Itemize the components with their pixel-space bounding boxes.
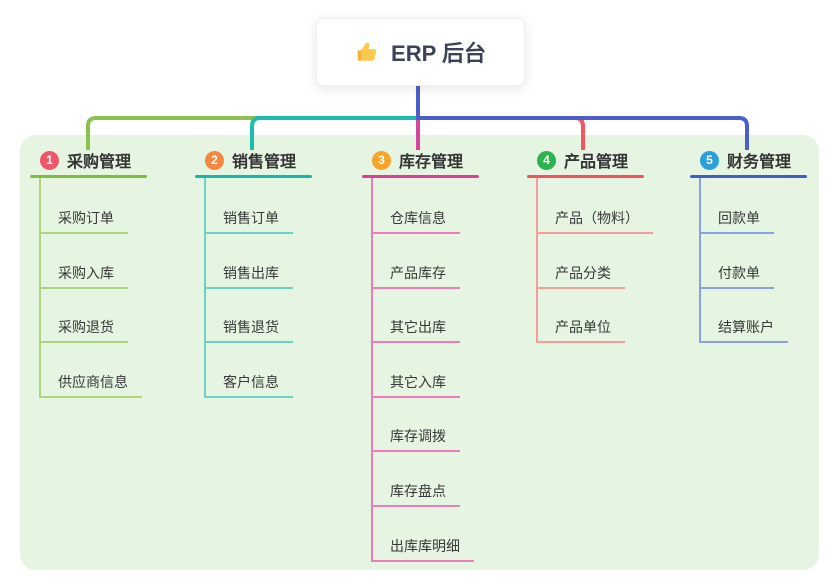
child-node[interactable]: 库存调拨 bbox=[371, 428, 460, 453]
branch-title: 销售管理 bbox=[232, 154, 297, 171]
child-node[interactable]: 销售出库 bbox=[204, 265, 293, 289]
branch-number-badge: 3 bbox=[372, 150, 391, 170]
branch-title: 产品管理 bbox=[564, 154, 629, 171]
branch-children-connector bbox=[371, 177, 373, 562]
branch-number-badge: 2 bbox=[205, 150, 224, 170]
branch-number-badge: 4 bbox=[537, 150, 556, 170]
branch-node-2[interactable]: 2 销售管理 bbox=[205, 148, 296, 172]
branch-node-1[interactable]: 1 采购管理 bbox=[40, 148, 131, 172]
child-node[interactable]: 产品分类 bbox=[536, 265, 625, 289]
child-node[interactable]: 客户信息 bbox=[204, 374, 293, 398]
child-node[interactable]: 出库库明细 bbox=[371, 538, 474, 562]
branch-title: 采购管理 bbox=[67, 154, 132, 171]
branch-number-badge: 5 bbox=[700, 150, 719, 170]
child-node[interactable]: 其它出库 bbox=[371, 319, 460, 344]
child-node[interactable]: 销售订单 bbox=[204, 210, 293, 234]
child-node[interactable]: 产品库存 bbox=[371, 265, 460, 289]
child-node[interactable]: 其它入库 bbox=[371, 374, 460, 398]
branch-number-badge: 1 bbox=[40, 150, 59, 170]
branch-title: 财务管理 bbox=[727, 154, 792, 171]
child-node[interactable]: 采购订单 bbox=[39, 210, 128, 234]
child-node[interactable]: 产品（物料） bbox=[536, 210, 653, 234]
branches-background-panel bbox=[20, 135, 819, 570]
child-node[interactable]: 采购入库 bbox=[39, 265, 128, 289]
branch-underline bbox=[362, 175, 479, 178]
thumbs-up-icon bbox=[355, 39, 381, 65]
branch-node-4[interactable]: 4 产品管理 bbox=[537, 148, 628, 172]
child-node[interactable]: 结算账户 bbox=[699, 319, 788, 344]
branch-node-3[interactable]: 3 库存管理 bbox=[372, 148, 463, 172]
child-node[interactable]: 库存盘点 bbox=[371, 483, 460, 507]
branch-underline bbox=[195, 175, 312, 178]
root-node-label: ERP 后台 bbox=[391, 41, 486, 66]
child-node[interactable]: 销售退货 bbox=[204, 319, 293, 344]
branch-children-connector bbox=[699, 177, 701, 344]
root-node-erp[interactable]: ERP 后台 bbox=[316, 18, 525, 86]
child-node[interactable]: 供应商信息 bbox=[39, 374, 142, 398]
branch-title: 库存管理 bbox=[399, 154, 464, 171]
branch-underline bbox=[690, 175, 807, 178]
child-node[interactable]: 采购退货 bbox=[39, 319, 128, 344]
child-node[interactable]: 仓库信息 bbox=[371, 210, 460, 234]
child-node[interactable]: 付款单 bbox=[699, 265, 774, 289]
branch-node-5[interactable]: 5 财务管理 bbox=[700, 148, 791, 172]
branch-underline bbox=[30, 175, 147, 178]
branch-underline bbox=[527, 175, 644, 178]
child-node[interactable]: 回款单 bbox=[699, 210, 774, 234]
child-node[interactable]: 产品单位 bbox=[536, 319, 625, 344]
branch-children-connector bbox=[536, 177, 538, 344]
